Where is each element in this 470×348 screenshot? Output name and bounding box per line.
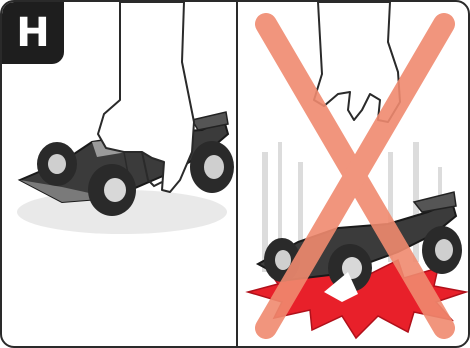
step-label: H [2,2,64,64]
panel-correct: H [0,0,238,348]
panel-incorrect [236,0,470,348]
drop-car-illustration [238,2,470,348]
